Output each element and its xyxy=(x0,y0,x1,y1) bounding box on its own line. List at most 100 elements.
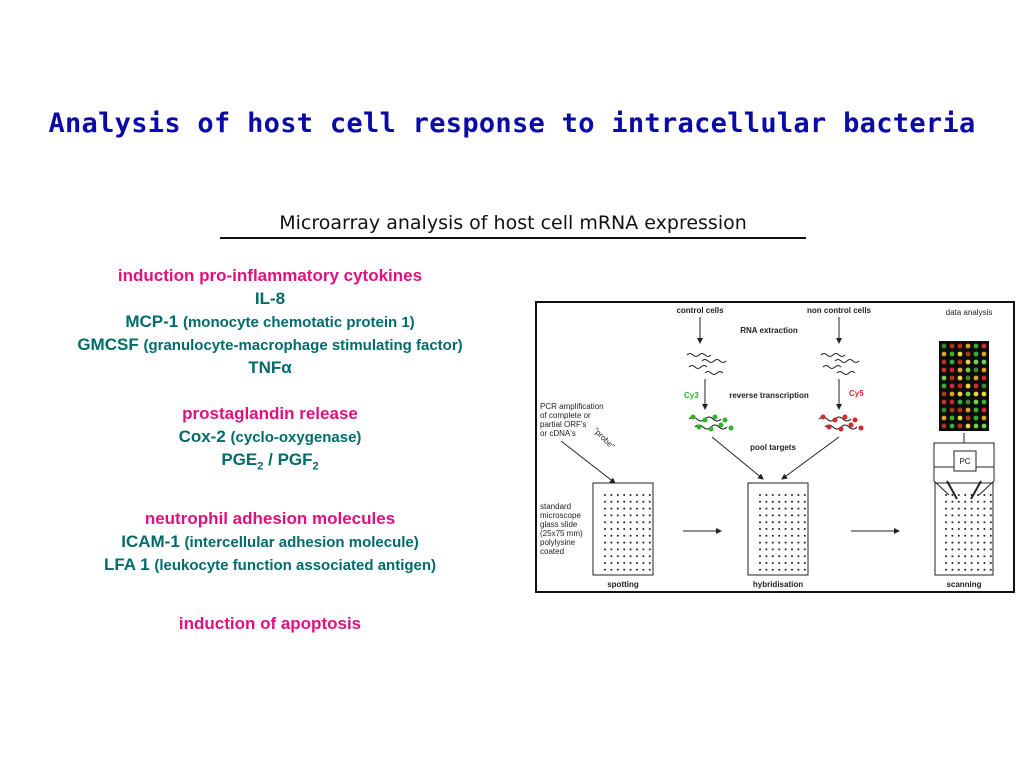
spot xyxy=(604,568,606,571)
list-item: GMCSF (granulocyte-macrophage stimulatin… xyxy=(0,333,540,356)
array-spot xyxy=(981,415,987,421)
spot xyxy=(610,562,613,564)
pgf-subscript: 2 xyxy=(312,460,319,473)
spot xyxy=(951,548,954,551)
spot xyxy=(977,521,979,524)
spot xyxy=(983,521,986,524)
spot xyxy=(970,541,973,544)
spot xyxy=(977,514,979,517)
spot xyxy=(759,568,761,571)
control-cells-label: control cells xyxy=(676,306,724,315)
spot xyxy=(803,568,806,571)
array-spot xyxy=(973,415,979,421)
spot xyxy=(989,507,992,510)
spot xyxy=(648,548,651,551)
page-subtitle: Microarray analysis of host cell mRNA ex… xyxy=(220,212,806,239)
array-spot xyxy=(941,375,947,381)
rna-extraction-label: RNA extraction xyxy=(740,326,798,335)
spot xyxy=(957,507,960,510)
array-spot xyxy=(973,359,979,365)
spot xyxy=(771,494,774,496)
array-spot xyxy=(981,367,987,373)
spot xyxy=(957,562,960,564)
item-description: (monocyte chemotatic protein 1) xyxy=(182,314,415,331)
spot xyxy=(784,507,787,510)
spot xyxy=(797,548,800,551)
array-spot xyxy=(965,343,971,349)
spot xyxy=(784,555,787,558)
section-heading-adhesion: neutrophil adhesion molecules xyxy=(144,509,396,528)
spot xyxy=(989,521,992,524)
spot xyxy=(765,568,768,571)
section-heading-cytokines: induction pro-inflammatory cytokines xyxy=(117,266,423,285)
list-item: LFA 1 (leukocyte function associated ant… xyxy=(0,553,540,576)
spot xyxy=(616,500,619,503)
spot xyxy=(803,548,806,551)
spot xyxy=(759,514,761,517)
item-description: (leukocyte function associated antigen) xyxy=(154,557,437,574)
spot xyxy=(945,507,947,510)
array-spot xyxy=(941,383,947,389)
spot xyxy=(610,555,613,558)
spot xyxy=(951,562,954,564)
array-spot xyxy=(957,375,963,381)
spot xyxy=(616,521,619,524)
spot xyxy=(989,534,992,537)
scanner-beam-icon xyxy=(933,467,995,496)
item-name: GMCSF xyxy=(77,335,139,354)
spot xyxy=(957,555,960,558)
spot xyxy=(791,514,793,517)
probe-label: "probe" xyxy=(592,426,617,451)
array-spot xyxy=(941,343,947,349)
spot xyxy=(989,562,992,564)
array-spot xyxy=(973,343,979,349)
spot xyxy=(964,500,967,503)
svg-text:(25x75 mm): (25x75 mm) xyxy=(540,529,583,538)
spot xyxy=(970,500,973,503)
pool-targets-label: pool targets xyxy=(750,443,796,452)
spot xyxy=(964,555,967,558)
spot xyxy=(778,568,781,571)
spot xyxy=(604,555,606,558)
spot xyxy=(629,541,632,544)
spot xyxy=(791,548,793,551)
spot xyxy=(771,534,774,537)
spot xyxy=(636,548,638,551)
spot xyxy=(759,541,761,544)
spot xyxy=(636,500,638,503)
spot xyxy=(604,521,606,524)
spot xyxy=(989,541,992,544)
spot xyxy=(951,507,954,510)
list-item: Cox-2 (cyclo-oxygenase) xyxy=(0,425,540,448)
spot xyxy=(977,534,979,537)
list-item: IL-8 xyxy=(0,287,540,310)
array-spot xyxy=(981,359,987,365)
spot xyxy=(759,494,761,496)
array-spot xyxy=(965,391,971,397)
microarray-spots xyxy=(941,343,987,429)
array-spot xyxy=(957,415,963,421)
spot xyxy=(778,507,781,510)
spot xyxy=(642,507,645,510)
spot xyxy=(610,534,613,537)
spot xyxy=(797,514,800,517)
spot xyxy=(977,548,979,551)
spot xyxy=(977,507,979,510)
spot xyxy=(803,494,806,496)
spot xyxy=(765,521,768,524)
spot xyxy=(977,555,979,558)
array-spot xyxy=(949,391,955,397)
cy3-labeled-cdna-icon xyxy=(688,414,734,432)
array-spot xyxy=(941,415,947,421)
array-spot xyxy=(981,423,987,429)
spot xyxy=(970,568,973,571)
array-spot xyxy=(957,391,963,397)
spot xyxy=(636,541,638,544)
spot xyxy=(765,541,768,544)
spot xyxy=(970,555,973,558)
spot xyxy=(945,562,947,564)
array-spot xyxy=(949,343,955,349)
spot xyxy=(983,500,986,503)
spot xyxy=(629,534,632,537)
spot xyxy=(648,534,651,537)
